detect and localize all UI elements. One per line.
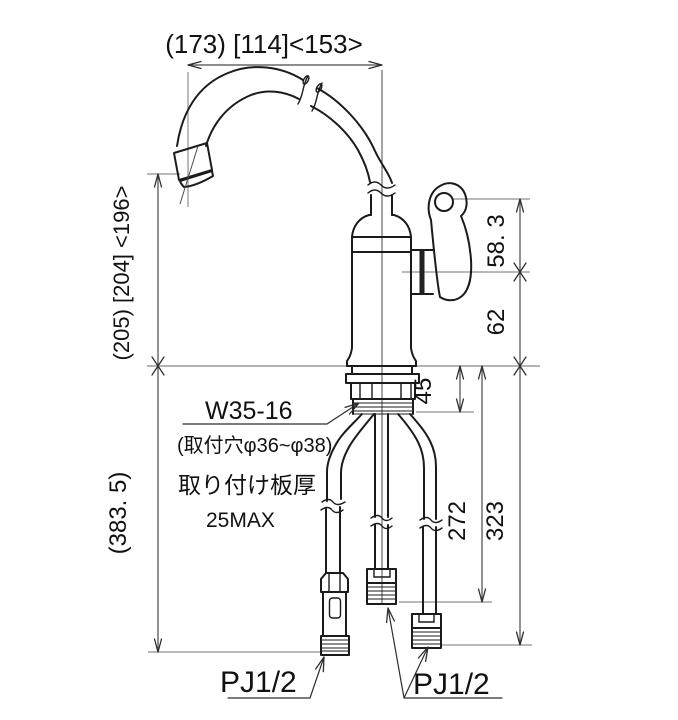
connector-middle: [366, 568, 397, 605]
dim-body-upper: 62: [483, 309, 510, 336]
handle-joint-ring: [419, 250, 425, 294]
mounting-hardware: [345, 365, 420, 415]
leader-w35-16: [182, 402, 360, 425]
x-mark-deck-left: [151, 356, 165, 376]
pj-label-left: PJ1/2: [220, 666, 297, 699]
mount-hole-note: (取付穴φ36~φ38): [177, 434, 332, 457]
spout-neck: [367, 181, 396, 216]
pj-label-right: PJ1/2: [413, 668, 490, 701]
threaded-shank: [352, 398, 414, 415]
dim-shank: 45: [410, 378, 437, 405]
connector-right: [411, 613, 442, 649]
dim-hose-mid: 272: [444, 501, 471, 541]
annotation-texts: W35-16 (取付穴φ36~φ38) 取り付け板厚 25MAX PJ1/2 P…: [177, 397, 490, 701]
spout-break-mark: [311, 82, 323, 112]
supply-hoses: [320, 413, 443, 615]
connector-left: [320, 572, 350, 656]
thread-spec-label: W35-16: [205, 397, 293, 425]
dimension-texts: (173) [114]<153> (205) [204] <196> (383.…: [105, 29, 510, 554]
hose-break-mark: [419, 516, 443, 532]
connector-threads: [411, 627, 442, 649]
faucet-outline: [173, 66, 473, 656]
dimension-arrows: [151, 60, 527, 653]
connector-nut: [320, 572, 349, 593]
leader-lines: [182, 402, 503, 699]
mount-plate-max: 25MAX: [206, 509, 275, 532]
x-mark-deck-right: [513, 356, 527, 376]
nozzle-axis-line: [179, 145, 199, 205]
dim-overall-below: (383. 5): [105, 472, 132, 555]
x-mark-handle: [513, 262, 527, 282]
dim-hose-outer: 323: [482, 501, 509, 541]
leader-pj-right: [387, 607, 503, 699]
connector-threads: [366, 582, 397, 605]
connector-slot: [328, 597, 342, 619]
hose-break-mark: [370, 514, 393, 530]
handle-pivot-hole: [434, 192, 454, 212]
dimension-lines: [157, 64, 521, 652]
extension-lines: [147, 72, 540, 653]
dim-spout-height: (205) [204] <196>: [109, 186, 134, 361]
leader-pj-left: [227, 656, 325, 699]
mounting-nut: [350, 382, 416, 400]
dim-handle-pivot: 58. 3: [483, 214, 510, 267]
handle-lever: [411, 182, 473, 302]
faucet-body: [346, 214, 417, 367]
hose-break-mark: [320, 498, 346, 514]
spout: [176, 66, 393, 184]
dim-spout-reach: (173) [114]<153>: [165, 29, 363, 59]
spout-break-mark: [297, 75, 309, 105]
mounting-flange: [345, 373, 420, 384]
nozzle: [173, 142, 214, 205]
mount-plate-label: 取り付け板厚: [178, 472, 316, 498]
connector-threads: [320, 635, 350, 656]
